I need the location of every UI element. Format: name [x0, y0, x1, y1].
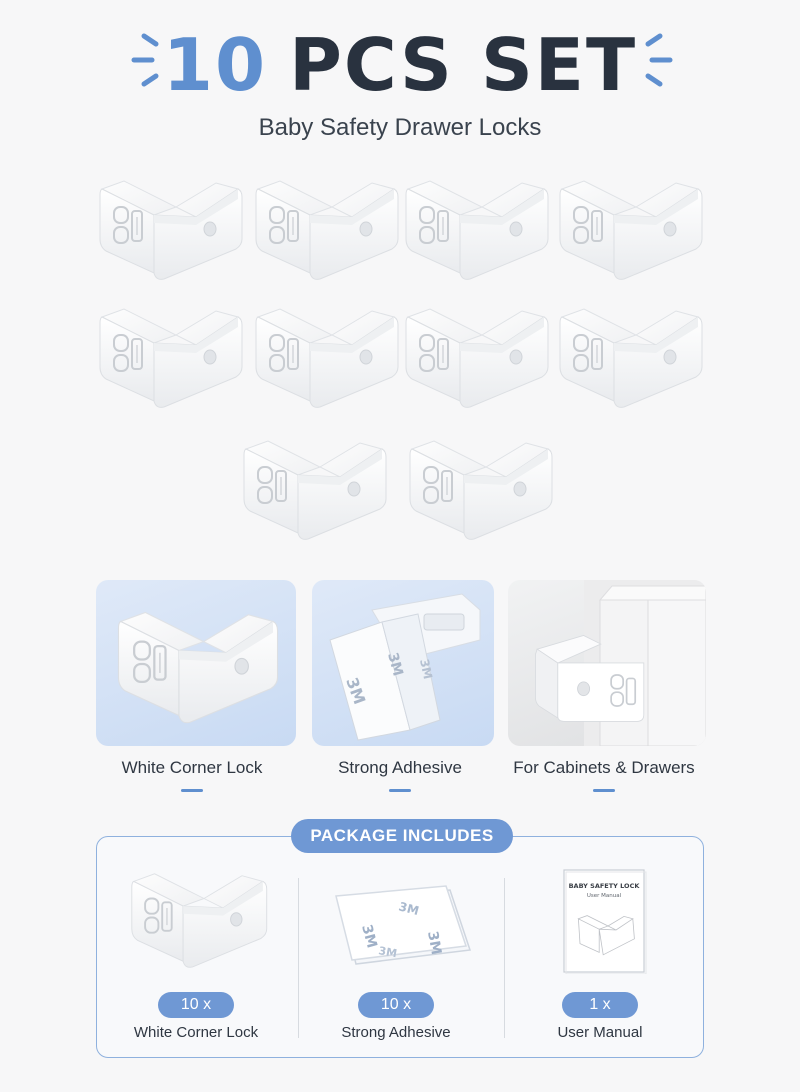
svg-text:3M: 3M — [417, 658, 435, 681]
corner-lock-image — [402, 177, 550, 285]
svg-text:3M: 3M — [384, 651, 406, 678]
corner-lock-image — [556, 177, 704, 285]
manual-title: BABY SAFETY LOCK — [569, 882, 641, 890]
package-qty-badge: 1 x — [562, 992, 638, 1018]
left-spark-icon — [131, 33, 159, 87]
package-item-label: User Manual — [557, 1024, 643, 1041]
svg-text:3M: 3M — [377, 944, 398, 960]
package-divider — [298, 878, 299, 1038]
package-qty-badge: 10 x — [358, 992, 434, 1018]
corner-lock-image — [556, 305, 704, 413]
corner-lock-image — [402, 305, 550, 413]
svg-text:3M: 3M — [358, 923, 380, 950]
svg-text:3M: 3M — [424, 930, 444, 956]
package-title: PACKAGE INCLUDES — [291, 819, 513, 853]
feature-label-cabinet: For Cabinets & Drawers — [513, 758, 695, 777]
manual-subtitle: User Manual — [587, 893, 622, 899]
feature-dash — [389, 789, 411, 792]
package-item-label: Strong Adhesive — [341, 1024, 451, 1041]
feature-dash — [593, 789, 615, 792]
corner-lock-image — [240, 437, 388, 545]
title-text: PCS SET — [289, 23, 638, 107]
corner-lock-image — [252, 305, 400, 413]
package-item-label: White Corner Lock — [133, 1024, 259, 1041]
page-title: 10 PCS SET — [0, 22, 800, 108]
corner-lock-image — [252, 177, 400, 285]
package-item-manual-image: BABY SAFETY LOCK User Manual — [502, 866, 702, 974]
page-subtitle: Baby Safety Drawer Locks — [258, 114, 542, 141]
corner-lock-image — [96, 177, 244, 285]
right-spark-icon — [645, 33, 673, 87]
corner-lock-image — [96, 305, 244, 413]
package-qty-badge: 10 x — [158, 992, 234, 1018]
package-item-adhesive-image: 3M 3M 3M 3M — [300, 866, 500, 974]
svg-text:3M: 3M — [397, 899, 420, 918]
feature-label-adhesive: Strong Adhesive — [338, 758, 462, 777]
feature-tile-cabinet — [508, 580, 706, 746]
package-divider — [504, 878, 505, 1038]
feature-tile-corner-lock — [96, 580, 296, 746]
product-lock-grid — [0, 175, 800, 555]
title-number: 10 — [162, 23, 268, 107]
corner-lock-image — [406, 437, 554, 545]
feature-tile-adhesive: 3M 3M 3M — [312, 580, 494, 746]
feature-dash — [181, 789, 203, 792]
feature-label-corner-lock: White Corner Lock — [121, 758, 263, 777]
package-item-lock-image — [98, 866, 298, 974]
